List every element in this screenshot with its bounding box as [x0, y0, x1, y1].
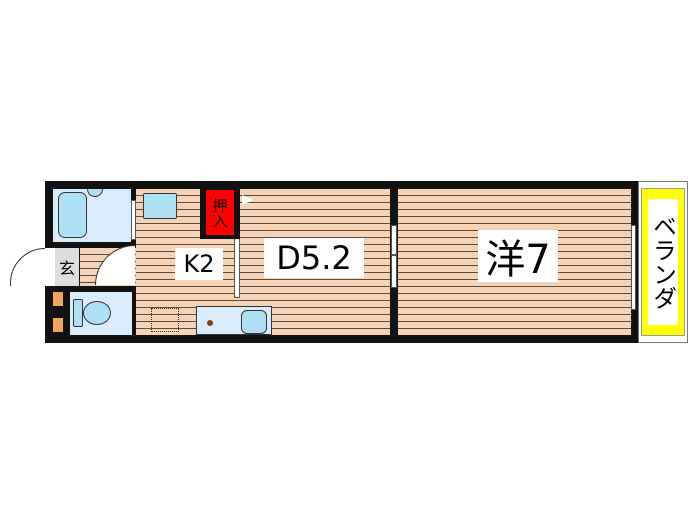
dining-label: D5.2	[276, 239, 352, 277]
entrance-label: 玄	[58, 259, 75, 278]
room-label-dining: D5.2	[264, 238, 364, 278]
stove-burner-icon	[207, 320, 213, 326]
veranda-window[interactable]	[631, 225, 636, 310]
veranda-label-box: ベランダ	[648, 199, 678, 325]
sliding-door[interactable]	[391, 255, 397, 288]
shoe-box-icon	[53, 318, 63, 332]
bathtub-icon	[58, 192, 87, 238]
kitchen-label: K2	[183, 250, 215, 278]
closet-label: 押入	[210, 197, 229, 228]
laundry-space-icon	[151, 308, 179, 332]
door-arrow-icon	[242, 195, 254, 205]
partition-sash	[234, 238, 240, 298]
toilet-tank-icon	[73, 299, 83, 327]
room-label-western: 洋7	[478, 230, 558, 283]
entry-door-swing[interactable]	[10, 248, 45, 286]
veranda-label: ベランダ	[648, 214, 677, 310]
western-room-label: 洋7	[485, 237, 551, 283]
veranda[interactable]: ベランダ	[641, 188, 685, 336]
shoe-box-icon	[53, 292, 63, 306]
entrance[interactable]: 玄	[55, 248, 79, 286]
closet[interactable]: 押入	[206, 190, 234, 235]
entrance-outer	[45, 248, 55, 288]
room-label-kitchen: K2	[175, 248, 223, 280]
sliding-door[interactable]	[391, 225, 397, 255]
bath-door[interactable]	[131, 200, 136, 240]
sink-icon	[241, 310, 267, 334]
washing-machine-icon	[143, 193, 177, 219]
toilet-bowl-icon	[83, 301, 111, 325]
